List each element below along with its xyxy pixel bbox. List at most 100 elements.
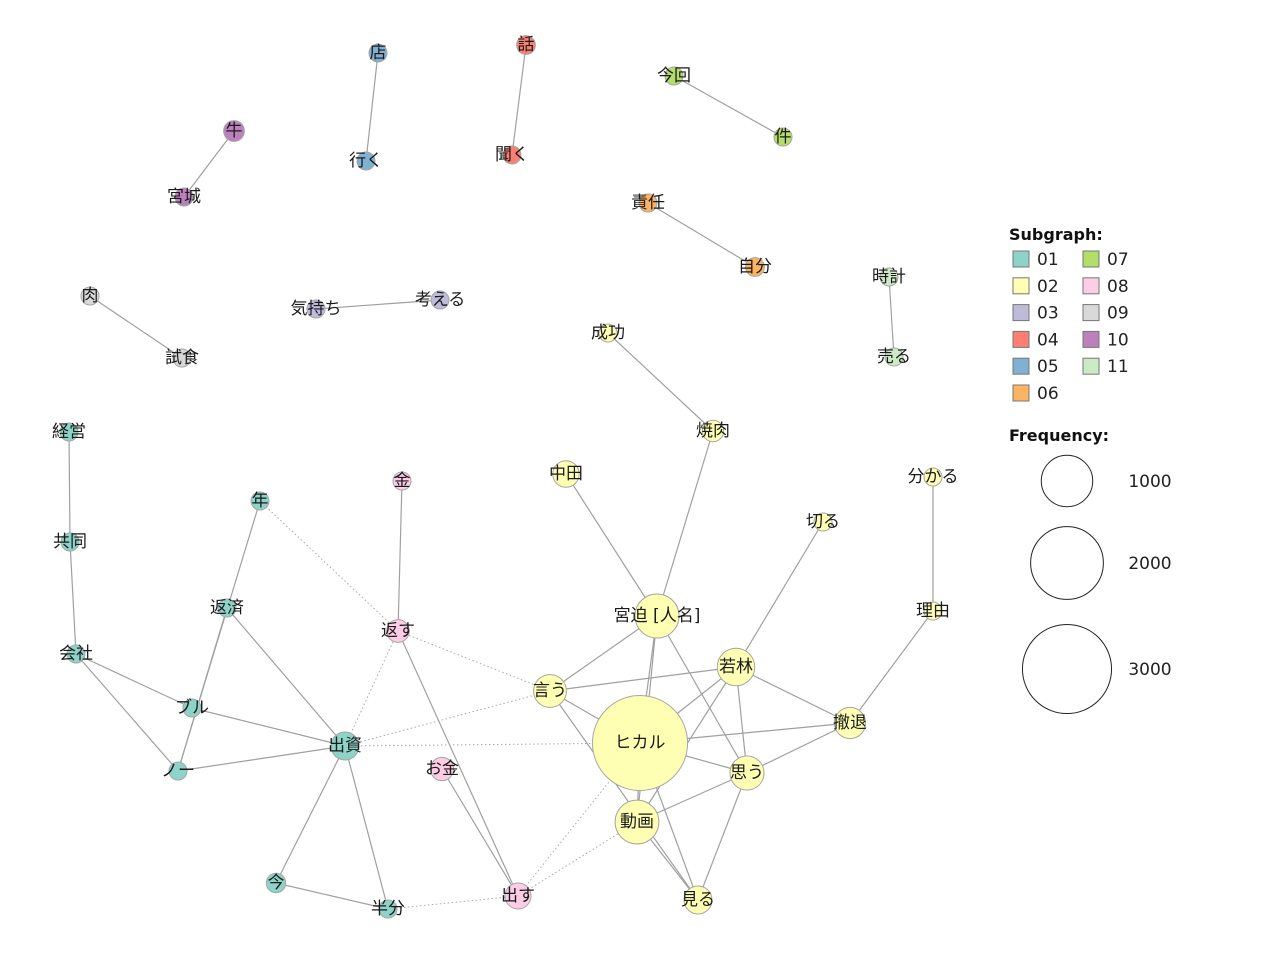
node-label-hensai: 返済 <box>210 598 244 618</box>
node-kangaeru[interactable]: 考える <box>415 290 466 310</box>
node-circle-kane <box>392 471 412 491</box>
node-uru[interactable]: 売る <box>877 347 911 367</box>
node-wakaru[interactable]: 分かる <box>908 467 959 487</box>
node-tokei[interactable]: 時計 <box>872 267 906 287</box>
node-konkai[interactable]: 今回 <box>657 66 691 86</box>
node-label-okane: お金 <box>425 759 459 779</box>
node-dasu[interactable]: 出す <box>501 882 535 910</box>
node-niku[interactable]: 肉 <box>80 286 100 306</box>
node-hanbun[interactable]: 半分 <box>371 899 405 919</box>
edge-shusshi-iu <box>344 690 551 747</box>
node-label-noo: ノー <box>161 761 195 781</box>
legend-label-04: 04 <box>1037 330 1059 350</box>
legend-label-03: 03 <box>1037 304 1059 324</box>
node-label-kiru: 切る <box>806 512 840 532</box>
node-label-sekinin: 責任 <box>631 193 665 213</box>
node-iu[interactable]: 言う <box>533 674 567 708</box>
node-iku[interactable]: 行く <box>349 151 383 171</box>
node-label-tettai: 撤退 <box>833 713 867 733</box>
node-label-kaesu: 返す <box>381 621 415 641</box>
node-noo[interactable]: ノー <box>161 761 195 781</box>
node-wakabayashi[interactable]: 若林 <box>716 647 756 687</box>
legend-swatch-06 <box>1012 384 1030 402</box>
node-circle-okane <box>429 756 455 782</box>
node-ima[interactable]: 今 <box>265 872 287 894</box>
node-label-shishoku: 試食 <box>165 348 199 368</box>
node-shusshi[interactable]: 出資 <box>328 731 362 761</box>
node-omou[interactable]: 思う <box>729 755 765 791</box>
edge-ima-hanbun <box>275 882 389 910</box>
node-kane[interactable]: 金 <box>392 471 412 491</box>
node-label-omou: 思う <box>730 763 764 783</box>
node-label-kangaeru: 考える <box>415 290 466 310</box>
legend-label-07: 07 <box>1107 250 1129 270</box>
edge-hanashi-kiku <box>511 44 527 156</box>
node-ushi[interactable]: 牛 <box>223 120 245 142</box>
legend-item-10: 10 <box>1082 330 1129 350</box>
node-kiru[interactable]: 切る <box>806 512 840 532</box>
node-label-shusshi: 出資 <box>328 736 362 756</box>
node-yakiniku[interactable]: 焼肉 <box>696 419 730 443</box>
node-circle-tokei <box>879 267 899 287</box>
node-hikaru[interactable]: ヒカル <box>591 694 689 792</box>
node-circle-miyasako <box>634 593 680 639</box>
edge-omou-miru <box>697 772 748 901</box>
node-kiku[interactable]: 聞く <box>495 145 529 165</box>
node-circle-wakaru <box>923 467 943 487</box>
node-seikou[interactable]: 成功 <box>591 323 625 343</box>
edge-shusshi-ima <box>275 745 346 884</box>
node-circle-kiru <box>813 512 833 532</box>
frequency-circle-2000 <box>1030 526 1104 600</box>
edge-kaesu-dasu <box>397 630 519 897</box>
node-hensai[interactable]: 返済 <box>210 598 244 618</box>
node-circle-konkai <box>664 66 684 86</box>
legend-swatch-07 <box>1082 250 1100 268</box>
node-circle-ima <box>265 872 287 894</box>
node-hanashi[interactable]: 話 <box>516 35 536 55</box>
node-label-ima: 今 <box>268 873 285 893</box>
node-kaesu[interactable]: 返す <box>381 619 415 643</box>
edge-kaisha-noo <box>75 653 179 772</box>
legend-item-08: 08 <box>1082 277 1129 297</box>
legend-swatch-02 <box>1012 277 1030 295</box>
edge-dasu-douga <box>517 821 638 897</box>
subgraph-legend-title: Subgraph: <box>1009 225 1103 244</box>
node-shishoku[interactable]: 試食 <box>165 348 199 368</box>
node-circle-keiei <box>59 422 79 442</box>
node-ken[interactable]: 件 <box>773 127 793 147</box>
node-label-iku: 行く <box>349 151 383 171</box>
node-nakata[interactable]: 中田 <box>549 460 583 488</box>
node-miyasako[interactable]: 宮迫 [人名] <box>614 593 701 639</box>
node-miyagi[interactable]: 宮城 <box>167 187 201 207</box>
legend-label-10: 10 <box>1107 330 1129 350</box>
edge-toshi-kaesu <box>259 500 399 632</box>
node-kaisha[interactable]: 会社 <box>59 644 93 664</box>
node-toshi[interactable]: 年 <box>250 491 270 511</box>
edge-kaesu-kane <box>397 480 403 632</box>
node-okane[interactable]: お金 <box>425 756 459 782</box>
node-sekinin[interactable]: 責任 <box>631 193 665 213</box>
node-label-ushi: 牛 <box>226 121 243 141</box>
node-kimochi[interactable]: 気持ち <box>291 299 342 319</box>
node-kyoudou[interactable]: 共同 <box>53 532 87 552</box>
node-tettai[interactable]: 撤退 <box>833 706 867 740</box>
node-riyuu[interactable]: 理由 <box>916 601 950 621</box>
node-circle-shusshi <box>330 731 360 761</box>
node-circle-wakabayashi <box>716 647 756 687</box>
edge-konkai-ken <box>673 75 784 138</box>
node-label-dasu: 出す <box>501 886 535 906</box>
node-buru[interactable]: ブル <box>175 697 209 718</box>
node-circle-kimochi <box>306 299 326 319</box>
node-label-kiku: 聞く <box>495 145 529 165</box>
node-circle-miru <box>683 885 713 915</box>
node-circle-hanashi <box>516 35 536 55</box>
node-label-toshi: 年 <box>252 491 269 511</box>
node-douga[interactable]: 動画 <box>614 799 660 845</box>
node-jibun[interactable]: 自分 <box>738 257 772 277</box>
node-keiei[interactable]: 経営 <box>52 422 86 442</box>
node-miru[interactable]: 見る <box>681 885 715 915</box>
node-mise[interactable]: 店 <box>368 43 388 63</box>
